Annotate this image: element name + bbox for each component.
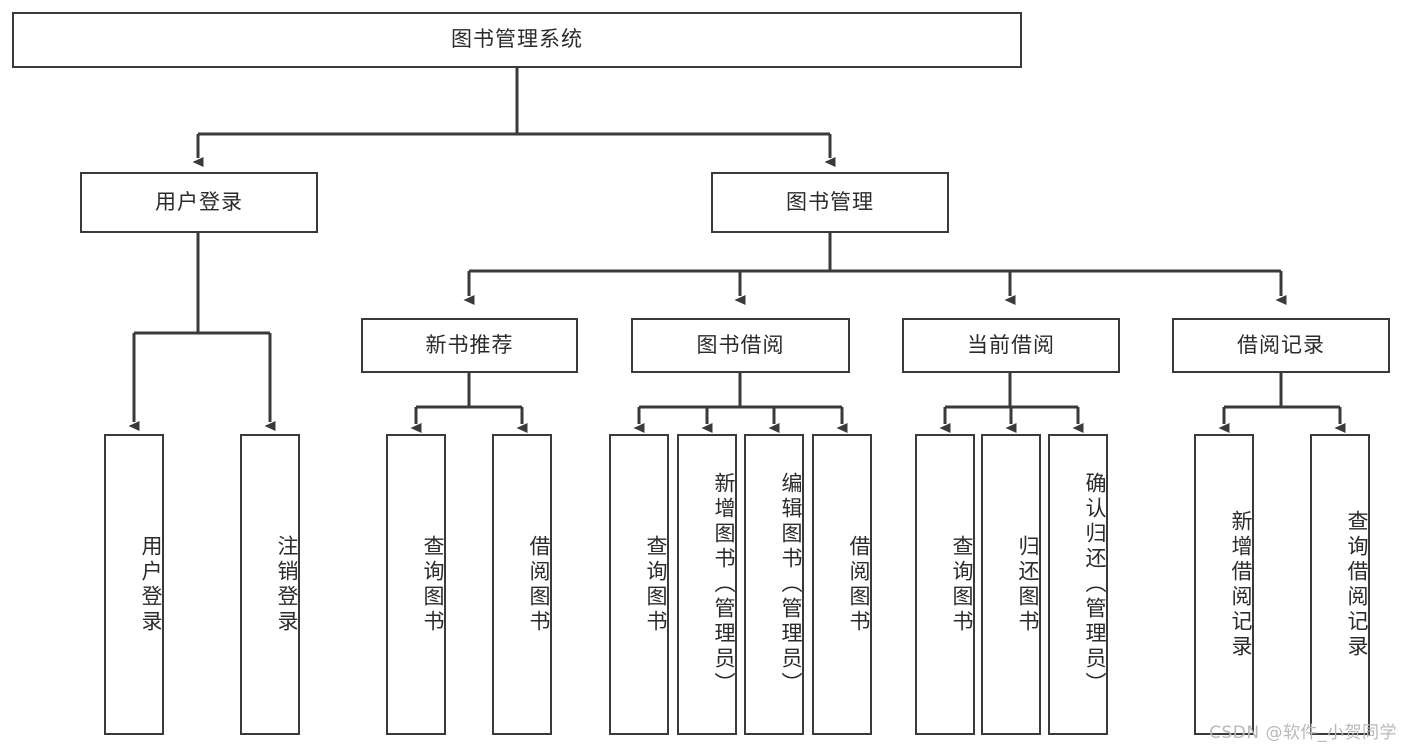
node-leaf-borrow-book-1-label: 借阅图书 [527, 534, 551, 635]
node-leaf-add-record-label: 新增借阅记录 [1229, 509, 1253, 660]
node-leaf-query-record[interactable]: 查询借阅记录 [1310, 434, 1370, 735]
csdn-watermark: CSDN @软件_小贺同学 [1209, 723, 1397, 743]
node-leaf-user-login[interactable]: 用户登录 [104, 434, 164, 735]
node-leaf-query-record-label: 查询借阅记录 [1345, 509, 1369, 660]
node-root[interactable]: 图书管理系统 [12, 12, 1022, 68]
node-new-book-rec[interactable]: 新书推荐 [361, 318, 578, 373]
node-leaf-borrow-book-2[interactable]: 借阅图书 [812, 434, 872, 735]
node-root-label: 图书管理系统 [451, 27, 583, 52]
node-leaf-borrow-book-1[interactable]: 借阅图书 [492, 434, 552, 735]
node-book-borrow[interactable]: 图书借阅 [631, 318, 850, 373]
node-user-login[interactable]: 用户登录 [80, 172, 318, 233]
node-leaf-logout[interactable]: 注销登录 [240, 434, 300, 735]
node-book-manage-label: 图书管理 [786, 189, 874, 214]
node-book-borrow-label: 图书借阅 [696, 332, 785, 357]
node-leaf-return-book-label: 归还图书 [1016, 534, 1040, 635]
node-leaf-query-book-1[interactable]: 查询图书 [386, 434, 446, 735]
node-leaf-logout-label: 注销登录 [275, 534, 299, 635]
node-leaf-edit-book-label: 编辑图书（管理员） [779, 472, 803, 697]
node-borrow-record[interactable]: 借阅记录 [1172, 318, 1390, 373]
node-new-book-rec-label: 新书推荐 [425, 332, 514, 357]
node-leaf-edit-book[interactable]: 编辑图书（管理员） [744, 434, 804, 735]
node-leaf-add-record[interactable]: 新增借阅记录 [1194, 434, 1254, 735]
node-current-borrow[interactable]: 当前借阅 [902, 318, 1120, 373]
node-leaf-confirm-return-label: 确认归还（管理员） [1083, 472, 1107, 697]
node-leaf-query-book-2[interactable]: 查询图书 [609, 434, 669, 735]
node-leaf-query-book-3[interactable]: 查询图书 [915, 434, 975, 735]
node-user-login-label: 用户登录 [155, 189, 243, 214]
node-leaf-user-login-label: 用户登录 [139, 534, 163, 635]
node-book-manage[interactable]: 图书管理 [711, 172, 949, 233]
node-leaf-query-book-1-label: 查询图书 [421, 534, 445, 635]
node-leaf-confirm-return[interactable]: 确认归还（管理员） [1048, 434, 1108, 735]
node-current-borrow-label: 当前借阅 [967, 332, 1055, 357]
node-leaf-query-book-2-label: 查询图书 [644, 534, 668, 635]
node-borrow-record-label: 借阅记录 [1237, 332, 1325, 357]
node-leaf-query-book-3-label: 查询图书 [950, 534, 974, 635]
node-leaf-return-book[interactable]: 归还图书 [981, 434, 1041, 735]
node-leaf-borrow-book-2-label: 借阅图书 [847, 534, 871, 635]
node-leaf-add-book[interactable]: 新增图书（管理员） [677, 434, 737, 735]
node-leaf-add-book-label: 新增图书（管理员） [712, 472, 736, 697]
